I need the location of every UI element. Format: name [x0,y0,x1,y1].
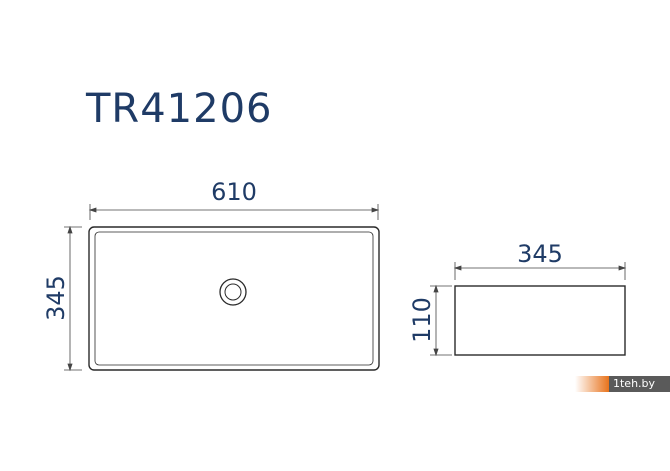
basin-top-view [88,226,380,371]
basin-side-view [454,285,626,356]
side-height-label: 110 [408,297,436,343]
top-depth-label: 345 [42,275,70,321]
top-width-dimension [88,204,380,220]
drain-hole [219,278,247,306]
model-title: TR41206 [86,86,273,132]
top-depth-dimension [64,225,82,372]
side-height-dimension [430,284,452,357]
watermark-text: 1teh.by [609,376,670,392]
side-width-label: 345 [517,240,563,268]
side-width-dimension [453,262,627,280]
watermark: 1teh.by [575,376,670,392]
watermark-gradient [575,376,609,392]
top-width-label: 610 [211,178,257,206]
